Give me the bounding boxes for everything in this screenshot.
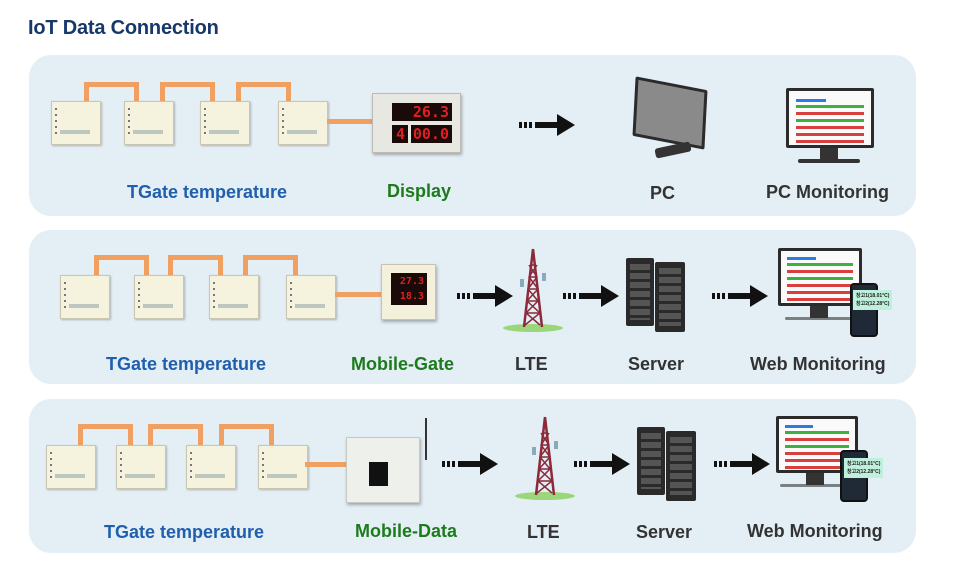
- cable: [335, 292, 381, 297]
- label-lte: LTE: [527, 522, 560, 542]
- lte-tower-icon: [515, 416, 575, 500]
- label-sensors: TGate temperature: [127, 182, 288, 202]
- sensor-icon: [278, 101, 328, 145]
- sensor-icon: [46, 445, 96, 489]
- gateway-reading-bottom: 18.3: [399, 291, 424, 302]
- cable: [327, 119, 373, 124]
- sensor-icon: [116, 445, 166, 489]
- display-reading-top: 26.3: [392, 103, 452, 121]
- cable: [84, 82, 139, 105]
- label-gateway: Mobile-Data: [355, 521, 458, 541]
- cable: [243, 255, 298, 278]
- cable: [219, 424, 274, 449]
- sensor-icon: [186, 445, 236, 489]
- cable: [160, 82, 215, 105]
- arrow-right-icon: [563, 285, 625, 307]
- alert-text: 창고1(18.01°C): [847, 461, 881, 467]
- display-device-icon: 26.3 4 00.0: [372, 93, 461, 153]
- label-sensors: TGate temperature: [104, 522, 265, 542]
- label-pc-monitoring: PC Monitoring: [766, 182, 889, 202]
- sensor-icon: [286, 275, 336, 319]
- row-display-pc: [29, 55, 916, 216]
- display-reading-bottom-left: 4: [392, 125, 408, 143]
- sensor-icon: [51, 101, 101, 145]
- sensor-icon: [134, 275, 184, 319]
- sensor-icon: [124, 101, 174, 145]
- cable: [236, 82, 291, 105]
- arrow-right-icon: [457, 285, 519, 307]
- gateway-reading-top: 27.3: [399, 276, 424, 287]
- cable: [78, 424, 133, 449]
- cable: [94, 255, 149, 278]
- label-server: Server: [628, 354, 685, 374]
- label-sensors: TGate temperature: [106, 354, 267, 374]
- label-gateway: Display: [387, 181, 452, 201]
- sensor-icon: [60, 275, 110, 319]
- lte-tower-icon: [503, 248, 563, 332]
- alert-bubble: 창고1(18.01°C) 창고2(12.28°C): [853, 290, 893, 310]
- cable: [148, 424, 203, 449]
- mobile-gate-device-icon: 27.3 18.3: [381, 264, 436, 320]
- alert-text: 창고2(12.28°C): [856, 301, 890, 307]
- alert-text: 창고1(18.01°C): [856, 293, 890, 299]
- alert-bubble: 창고1(18.01°C) 창고2(12.28°C): [844, 458, 884, 478]
- arrow-right-icon: [714, 453, 776, 475]
- label-server: Server: [636, 522, 693, 542]
- antenna-icon: [425, 418, 427, 460]
- arrow-right-icon: [519, 114, 581, 136]
- label-web-monitoring: Web Monitoring: [750, 354, 886, 374]
- label-lte: LTE: [515, 354, 548, 374]
- mobile-data-device-icon: [346, 418, 427, 503]
- cable: [305, 462, 347, 467]
- page-title: IoT Data Connection: [28, 17, 219, 39]
- display-reading-bottom-right: 00.0: [411, 125, 452, 143]
- arrow-right-icon: [574, 453, 636, 475]
- cable: [168, 255, 223, 278]
- sensor-icon: [209, 275, 259, 319]
- sensor-icon: [200, 101, 250, 145]
- arrow-right-icon: [712, 285, 774, 307]
- label-pc: PC: [650, 183, 676, 203]
- arrow-right-icon: [442, 453, 504, 475]
- sensor-icon: [258, 445, 308, 489]
- alert-text: 창고2(12.28°C): [847, 469, 881, 475]
- label-web-monitoring: Web Monitoring: [747, 521, 883, 541]
- label-gateway: Mobile-Gate: [351, 354, 455, 374]
